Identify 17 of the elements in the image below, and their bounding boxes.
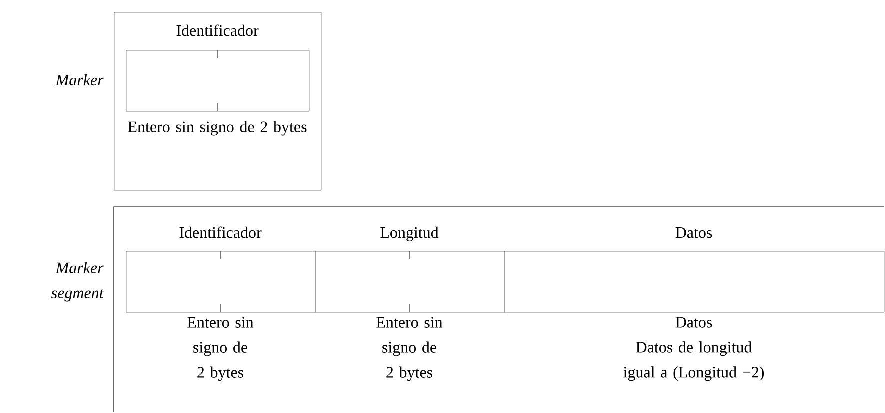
node-label: Datos [676,317,712,328]
side-label: Marker [56,74,104,86]
node-label: Identificador [180,226,262,238]
field-box: Longitud Entero sin signo de 2 bytes [315,226,505,382]
node-label: Identificador [176,24,259,36]
frame-box [114,206,884,412]
field-box: Identificador Entero sin signo de 2 bytes [126,226,316,382]
node-label: Datos de longitud igual a (Longitud −2) [624,342,764,382]
field-box: Datos Datos Datos de longitud igual a (Longitud −2) [504,228,885,382]
node-label: Entero sin signo de 2 bytes [128,121,307,136]
node-label: Longitud [380,226,439,242]
node-label: Datos [676,228,712,238]
node-label: Entero sin signo de 2 bytes [376,317,443,382]
frame-box [114,12,322,191]
side-label: Marker segment [52,262,104,302]
node-label: Entero sin signo de 2 bytes [188,317,254,382]
field-box: Identificador Entero sin signo de 2 bytes [126,24,310,136]
